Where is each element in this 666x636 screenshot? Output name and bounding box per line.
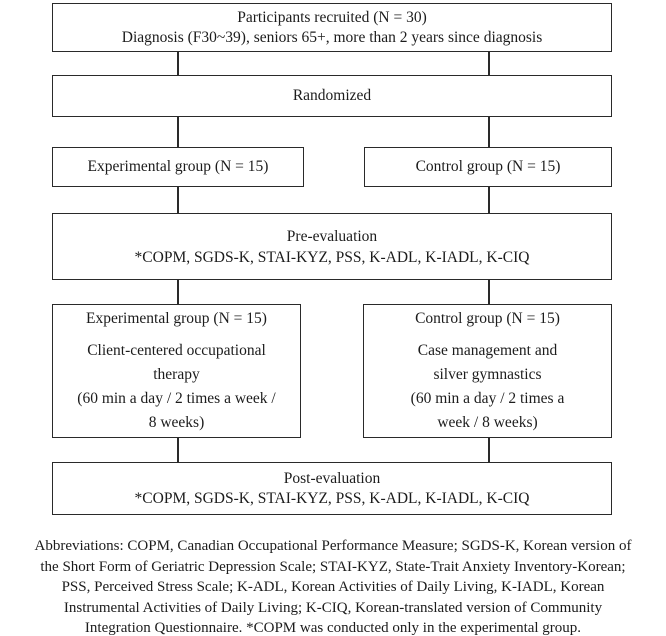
box-pre-evaluation: Pre-evaluation *COPM, SGDS-K, STAI-KYZ, … [52, 213, 612, 280]
connector-line [177, 438, 179, 463]
participants-line-1: Participants recruited (N = 30) [237, 8, 427, 26]
control-intervention-title: Control group (N = 15) [415, 310, 560, 327]
post-evaluation-measures: *COPM, SGDS-K, STAI-KYZ, PSS, K-ADL, K-I… [134, 489, 530, 507]
box-post-evaluation: Post-evaluation *COPM, SGDS-K, STAI-KYZ,… [52, 462, 612, 515]
caption-line-5: Integration Questionnaire. *COPM was con… [84, 620, 582, 636]
experimental-intervention-line-2: therapy [153, 366, 200, 383]
experimental-intervention-line-1: Client-centered occupational [87, 342, 266, 359]
connector-line [177, 187, 179, 214]
box-control-intervention: Control group (N = 15) Case management a… [363, 304, 612, 438]
pre-evaluation-measures: *COPM, SGDS-K, STAI-KYZ, PSS, K-ADL, K-I… [134, 248, 530, 266]
connector-line [177, 52, 179, 76]
box-control-group-allocation: Control group (N = 15) [364, 147, 612, 187]
experimental-intervention-title: Experimental group (N = 15) [86, 310, 267, 327]
experimental-intervention-line-3: (60 min a day / 2 times a week / [77, 390, 276, 407]
post-evaluation-title: Post-evaluation [283, 469, 381, 487]
connector-line [488, 187, 490, 214]
caption-line-2: the Short Form of Geriatric Depression S… [40, 558, 626, 575]
participants-line-2: Diagnosis (F30~39), seniors 65+, more th… [121, 28, 543, 46]
connector-line [488, 280, 490, 305]
box-experimental-intervention: Experimental group (N = 15) Client-cente… [52, 304, 301, 438]
connector-line [488, 438, 490, 463]
control-intervention-line-4: week / 8 weeks) [437, 414, 538, 431]
experimental-allocation-label: Experimental group (N = 15) [87, 158, 269, 175]
caption-line-1: Abbreviations: COPM, Canadian Occupation… [34, 538, 632, 554]
connector-line [177, 280, 179, 305]
control-intervention-line-3: (60 min a day / 2 times a [410, 390, 565, 407]
control-intervention-line-1: Case management and [417, 342, 558, 359]
control-intervention-line-2: silver gymnastics [433, 366, 542, 383]
randomized-label: Randomized [292, 87, 372, 104]
connector-line [488, 117, 490, 148]
control-allocation-label: Control group (N = 15) [415, 158, 561, 175]
box-participants-recruited: Participants recruited (N = 30) Diagnosi… [52, 3, 612, 52]
pre-evaluation-title: Pre-evaluation [286, 227, 378, 245]
figure-caption-abbreviations: Abbreviations: COPM, Canadian Occupation… [0, 536, 666, 636]
caption-line-3: PSS, Perceived Stress Scale; K-ADL, Kore… [61, 579, 605, 595]
caption-line-4: Instrumental Activities of Daily Living;… [63, 599, 603, 616]
connector-line [177, 117, 179, 148]
box-experimental-group-allocation: Experimental group (N = 15) [52, 147, 304, 187]
connector-line [488, 52, 490, 76]
box-randomized: Randomized [52, 75, 612, 117]
experimental-intervention-line-4: 8 weeks) [148, 414, 205, 431]
